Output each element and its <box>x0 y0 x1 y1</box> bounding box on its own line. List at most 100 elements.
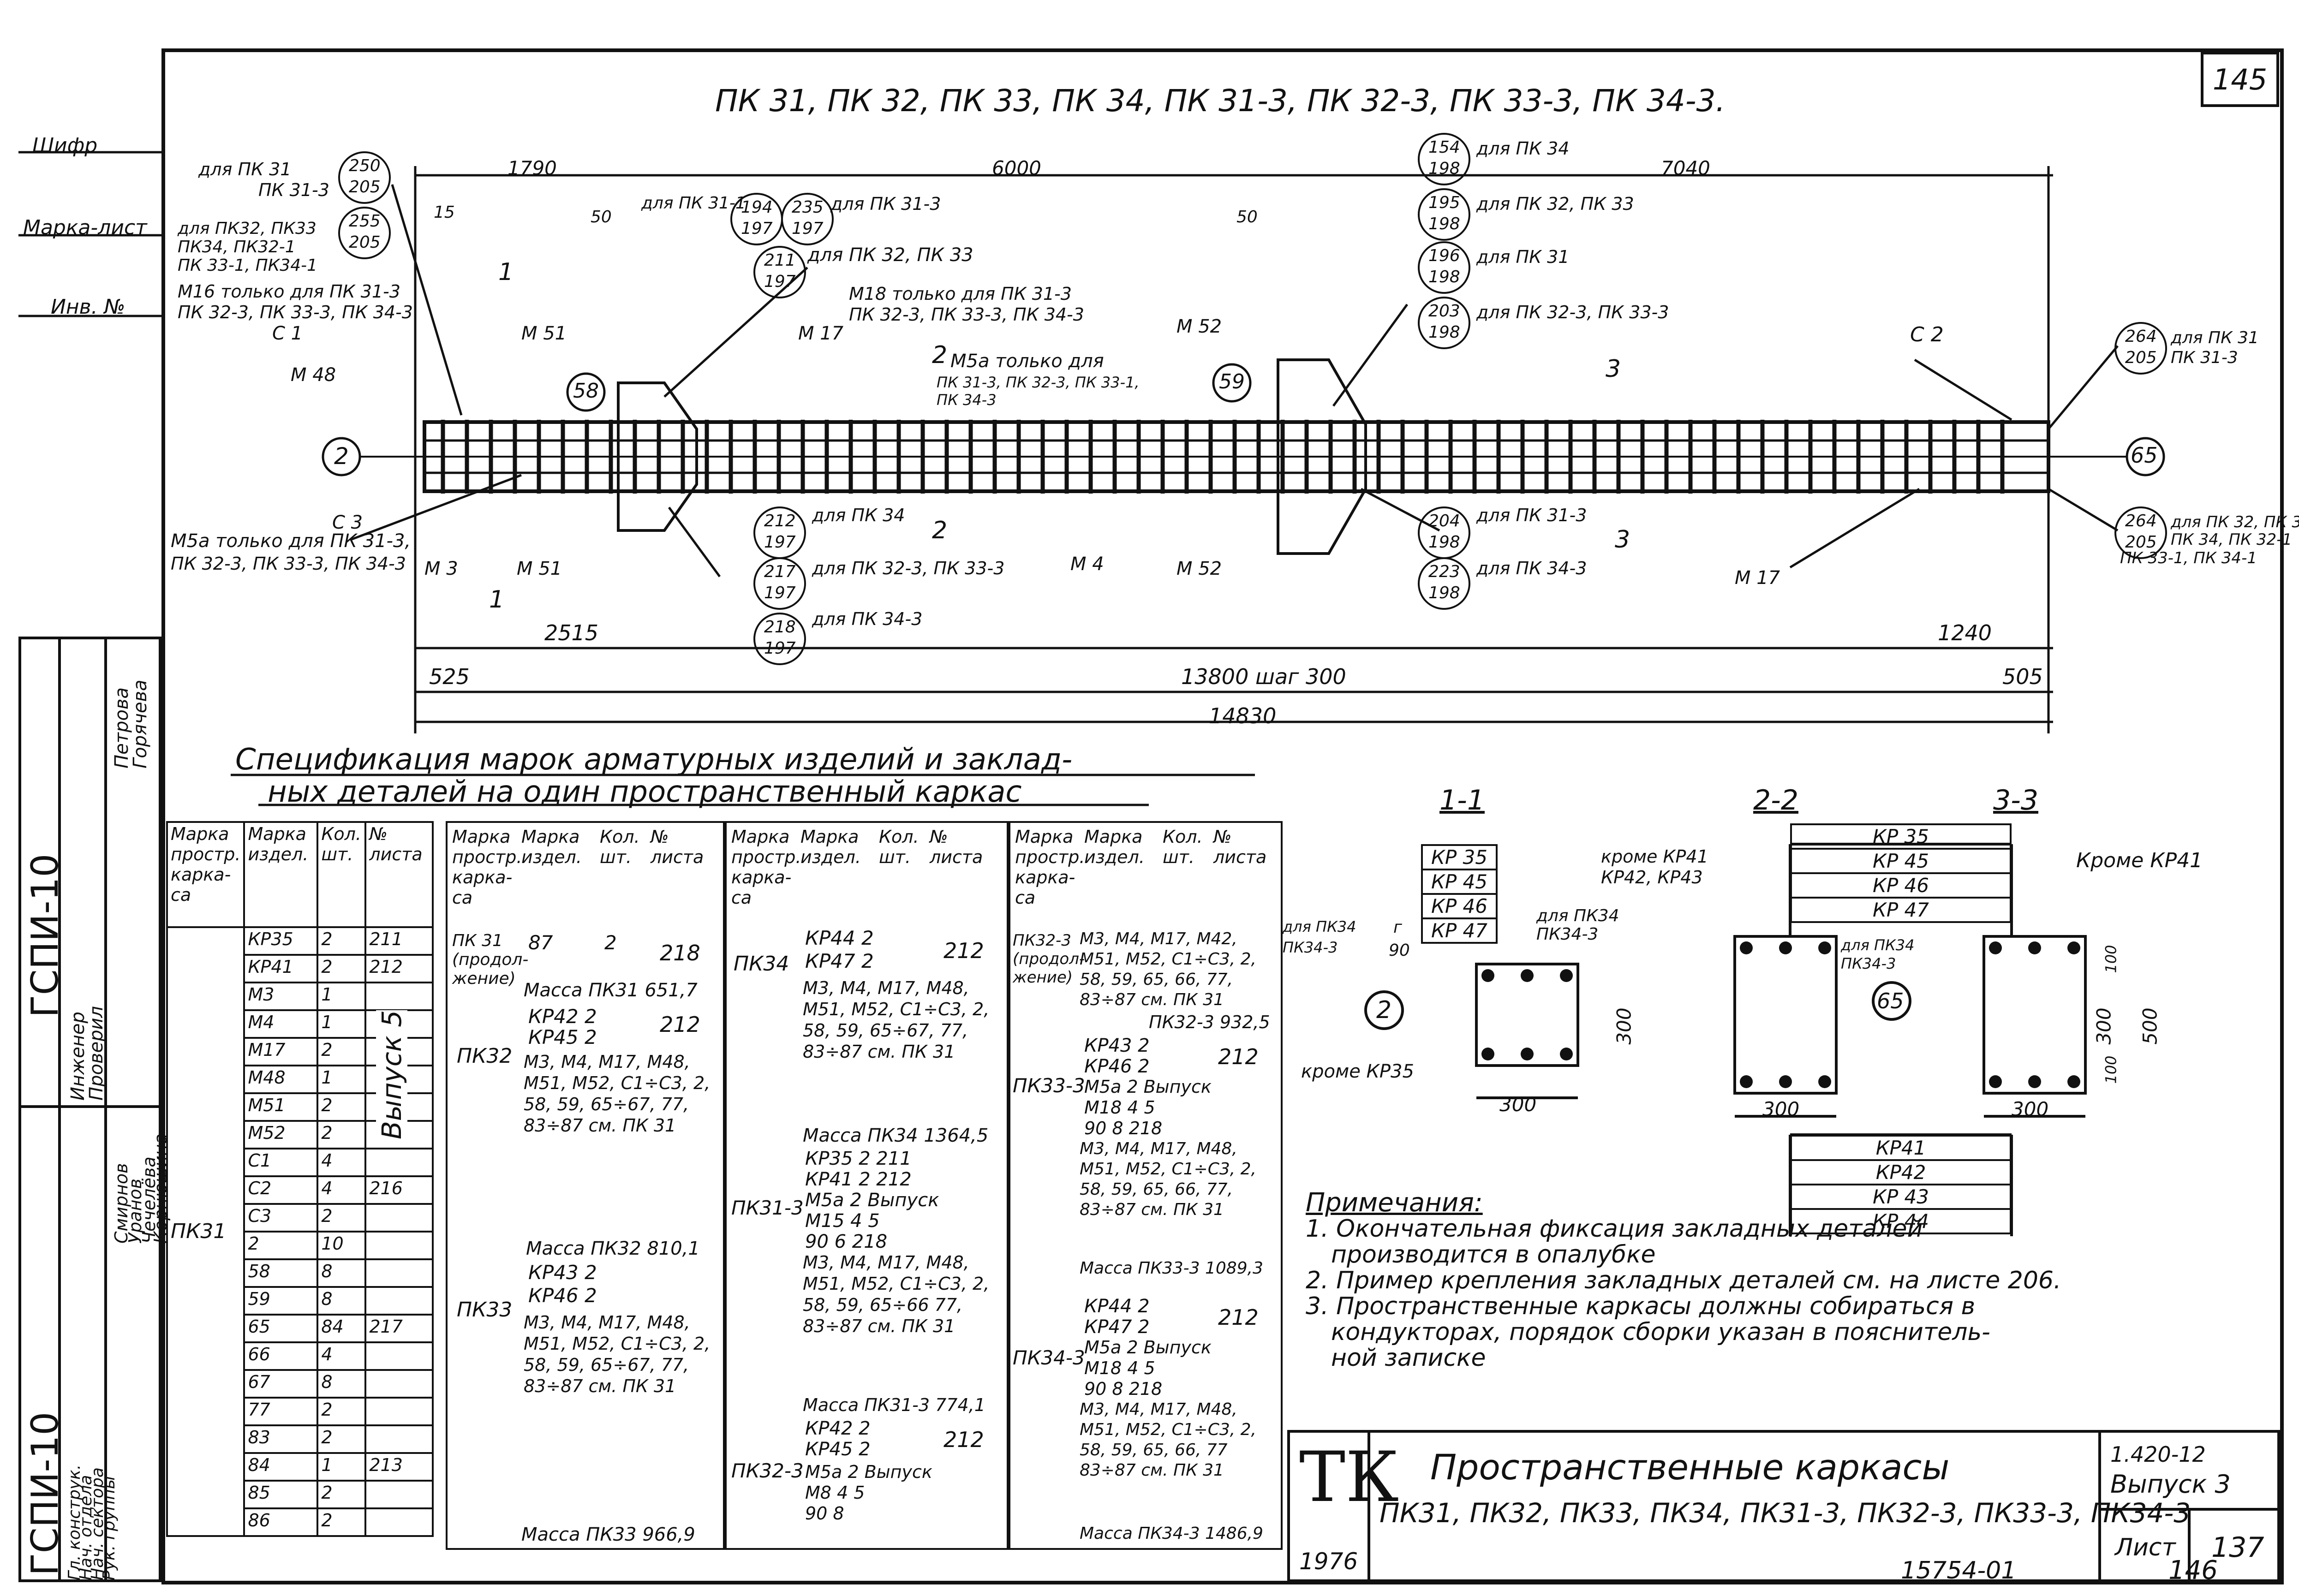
s2-bottom-list: КР41 КР42 КР 43 КР 44 <box>1790 1135 2012 1234</box>
spec-cell: ПК33 <box>457 1298 513 1322</box>
s2-item: КР 45 <box>1790 848 2012 874</box>
leader-label: М 17 <box>798 323 844 344</box>
leader-label: ПК 33-1, ПК34-1 <box>178 256 317 275</box>
spec-cell: 85 <box>243 1480 319 1509</box>
fraction-numerator: 212 <box>764 512 796 530</box>
leader-label: С 2 <box>1910 323 1944 346</box>
section-title: 2-2 <box>1753 784 1798 816</box>
section-mark: 1 <box>498 258 514 286</box>
s1-note: кроме КР35 <box>1301 1061 1414 1082</box>
spec-cell: 65 <box>243 1314 319 1343</box>
spec-head: Марка издел. <box>243 821 319 928</box>
spec-cell <box>364 1369 434 1399</box>
fraction-denominator: 198 <box>1428 214 1460 233</box>
spec-cell: 2 <box>316 926 367 956</box>
fraction-denominator: 205 <box>2125 533 2157 552</box>
fraction-numerator: 264 <box>2125 512 2157 530</box>
leader-label: М5а только для <box>950 351 1104 372</box>
section-dim: 300 <box>2092 1007 2115 1045</box>
spec-cell: 2 <box>316 1092 367 1122</box>
spec-main-mark: ПК31 <box>166 926 245 1537</box>
leader-label: для ПК 32, ПК 33 <box>807 244 973 266</box>
fraction-denominator: 197 <box>764 584 796 602</box>
spec-table-2: Марка простр. карка-са Марка издел. Кол.… <box>446 821 725 1550</box>
leader-label: М 3 <box>424 558 458 579</box>
leader-label: для ПК 32-3, ПК 33-3 <box>812 558 1005 578</box>
fraction-numerator: 194 <box>741 198 773 217</box>
s2-item: КР 46 <box>1790 872 2012 899</box>
logo-text: ТК <box>1299 1437 1399 1518</box>
fraction-denominator: 197 <box>764 639 796 658</box>
leader-label: ПК 32-3, ПК 33-3, ПК 34-3 <box>171 554 406 574</box>
s2-top-list: КР 35 КР 45 КР 46 КР 47 <box>1790 823 2012 923</box>
spec-cell <box>364 1203 434 1233</box>
title-sub: ПК31, ПК32, ПК33, ПК34, ПК31-3, ПК32-3, … <box>1379 1497 2191 1529</box>
s1-note: для ПК34 <box>1536 906 1619 925</box>
leader-label: ПК 34-3 <box>937 391 997 409</box>
callout-59: 59 <box>1219 370 1245 393</box>
spec-cell: 87 <box>528 931 553 954</box>
leader-label: М 52 <box>1176 316 1222 337</box>
spec-cell: 2 <box>316 1120 367 1149</box>
leader-label: ПК 31-3 <box>2171 348 2238 367</box>
section-axis-2: 2 <box>1376 996 1392 1024</box>
leader-label: М 52 <box>1176 558 1222 579</box>
dim-1790: 1790 <box>508 157 557 179</box>
sheet-no: 137 <box>2211 1531 2264 1564</box>
s3-note: Кроме КР41 <box>2076 849 2203 872</box>
spec-cell: 216 <box>364 1175 434 1205</box>
spec-cell: КР42 2 <box>528 1005 597 1028</box>
section-mark: 3 <box>1606 355 1621 383</box>
s2-item: КР 47 <box>1790 897 2012 923</box>
spec-cell: С3 <box>243 1203 319 1233</box>
spec-head: № листа <box>1213 827 1267 867</box>
fraction-denominator: 198 <box>1428 584 1460 602</box>
dim-505: 505 <box>2002 664 2043 689</box>
s1-note: г <box>1393 918 1402 937</box>
spec-cell: 8 <box>316 1369 367 1399</box>
leader-label: М 17 <box>1735 567 1780 589</box>
fraction-denominator: 197 <box>764 533 796 552</box>
s2-note: ПК34-3 <box>1841 955 1896 972</box>
spec-cell: М3, М4, М17, М48, М51, М52, С1÷С3, 2, 58… <box>803 978 990 1062</box>
spec-cell: 2 <box>316 954 367 983</box>
note-line: 2. Пример крепления закладных деталей см… <box>1306 1267 2061 1294</box>
note-line: 3. Пространственные каркасы должны собир… <box>1306 1292 1976 1320</box>
spec-cell: ПК32-3 (продол-жение) <box>1013 931 1085 987</box>
dim-50a: 50 <box>591 208 612 226</box>
spec-cell: КР43 2 <box>1084 1035 1150 1056</box>
spec-head: Марка издел. <box>1084 827 1145 867</box>
spec-cell <box>364 1258 434 1288</box>
spec-cell: 1 <box>316 1009 367 1039</box>
fraction-numerator: 204 <box>1428 512 1460 530</box>
spec-cell: 212 <box>943 938 984 963</box>
fraction-denominator: 197 <box>764 272 796 291</box>
section-dim: 100 <box>2102 945 2120 973</box>
stamp-role: Рук. группы <box>100 1476 119 1580</box>
fraction-numerator: 250 <box>349 156 381 175</box>
fraction-denominator: 198 <box>1428 268 1460 286</box>
section-title: 3-3 <box>1993 784 2038 816</box>
sheet-label: Лист <box>2115 1534 2176 1561</box>
s1-note: 90 <box>1389 941 1410 960</box>
leader-label: ПК 31-3 <box>258 180 329 200</box>
stamp-name: Горячева <box>130 679 151 768</box>
spec-cell: ПК31-3 <box>731 1197 804 1219</box>
s1-list: КР 35 КР 45 КР 46 КР 47 <box>1421 844 1498 944</box>
spec-cell: 2 <box>316 1480 367 1509</box>
spec-cell <box>364 1424 434 1454</box>
spec-cell <box>364 982 434 1011</box>
spec-head: Марка простр. карка-са <box>166 821 245 928</box>
spec-cell: 2 <box>243 1231 319 1260</box>
spec-head: Кол. шт. <box>316 821 367 928</box>
spec-cell: КР46 2 <box>528 1284 597 1307</box>
